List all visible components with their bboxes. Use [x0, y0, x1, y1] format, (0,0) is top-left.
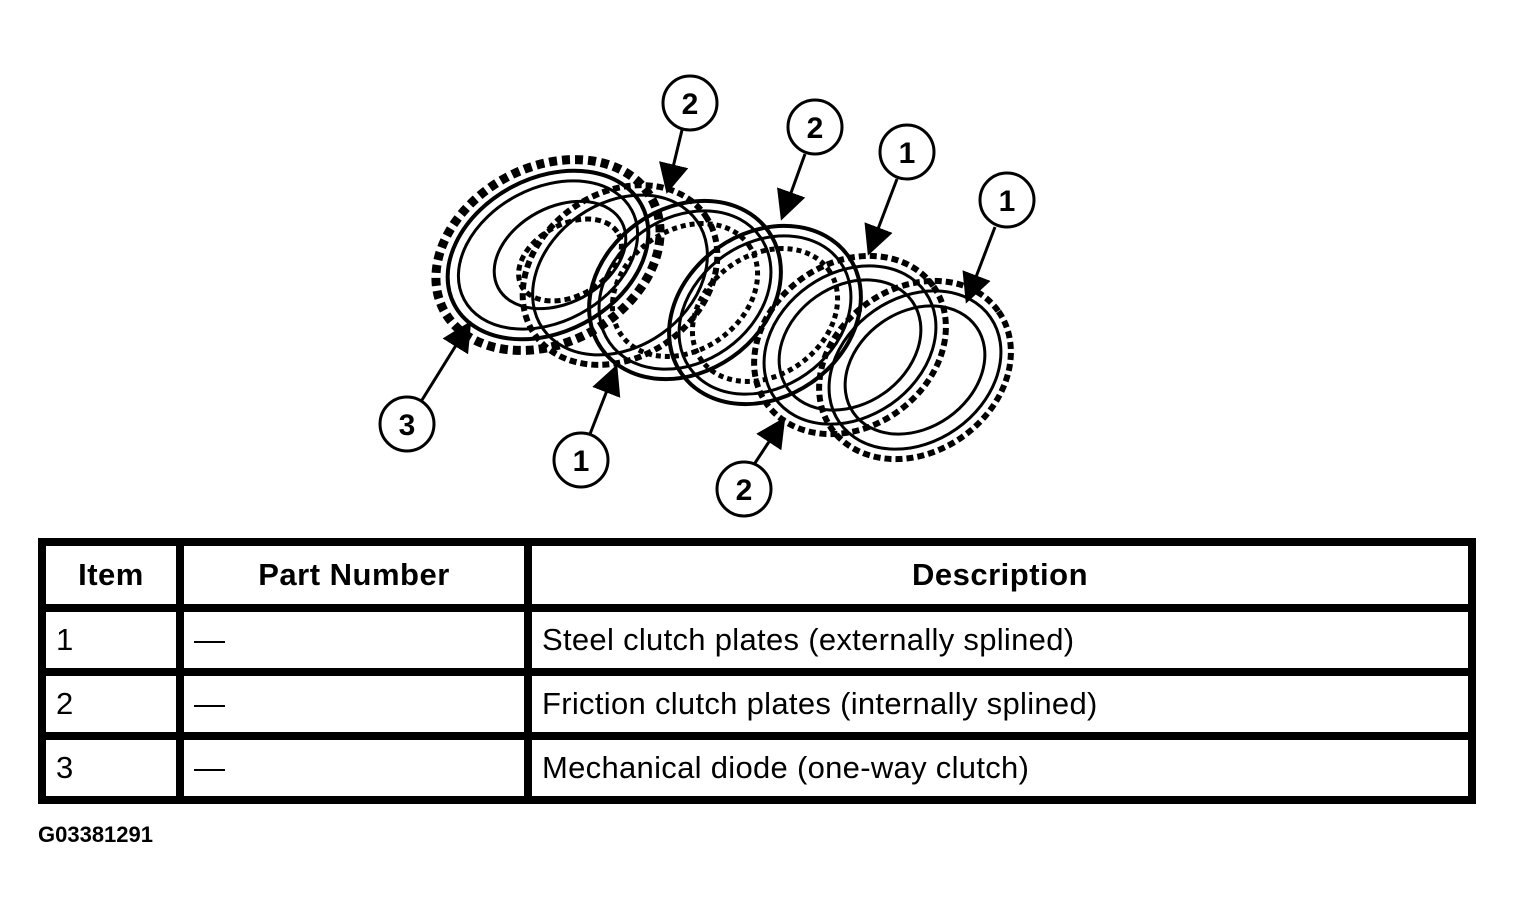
cell-description: Mechanical diode (one-way clutch): [528, 736, 1472, 800]
cell-part-number: —: [180, 608, 528, 672]
cell-description: Steel clutch plates (externally splined): [528, 608, 1472, 672]
parts-table: Item Part Number Description 1 — Steel c…: [38, 538, 1476, 804]
svg-text:2: 2: [807, 112, 824, 145]
header-description: Description: [528, 542, 1472, 608]
svg-text:2: 2: [682, 88, 699, 121]
callout-1-top-right: 1: [962, 171, 1036, 304]
table-row: 2 — Friction clutch plates (internally s…: [42, 672, 1472, 736]
callout-1-top-middle: 1: [864, 123, 936, 256]
callout-3-bottom-left: 3: [378, 320, 472, 453]
cell-part-number: —: [180, 736, 528, 800]
callout-2-top-middle: 2: [777, 98, 844, 221]
friction-plate-front: [587, 198, 783, 382]
svg-text:1: 1: [999, 185, 1016, 218]
cell-item: 1: [42, 608, 180, 672]
table-row: 3 — Mechanical diode (one-way clutch): [42, 736, 1472, 800]
cell-item: 3: [42, 736, 180, 800]
clutch-pack-illustration: 2 2 1 1 3 1 2: [378, 74, 1036, 518]
callout-2-bottom-right: 2: [715, 416, 786, 518]
callout-1-bottom-middle: 1: [552, 364, 621, 489]
svg-text:2: 2: [736, 474, 753, 507]
cell-part-number: —: [180, 672, 528, 736]
table-row: 1 — Steel clutch plates (externally spli…: [42, 608, 1472, 672]
mechanical-diode: [431, 155, 665, 355]
table-header-row: Item Part Number Description: [42, 542, 1472, 608]
plates-group: [431, 155, 1014, 463]
svg-text:1: 1: [899, 137, 916, 170]
cell-description: Friction clutch plates (internally splin…: [528, 672, 1472, 736]
figure-id: G03381291: [38, 822, 153, 847]
callout-2-top-left: 2: [659, 74, 719, 194]
header-item: Item: [42, 542, 180, 608]
cell-item: 2: [42, 672, 180, 736]
svg-text:3: 3: [399, 409, 416, 442]
svg-text:1: 1: [573, 445, 590, 478]
header-part-number: Part Number: [180, 542, 528, 608]
steel-plate-rear: [816, 277, 1014, 463]
steel-plate-front: [519, 182, 721, 368]
